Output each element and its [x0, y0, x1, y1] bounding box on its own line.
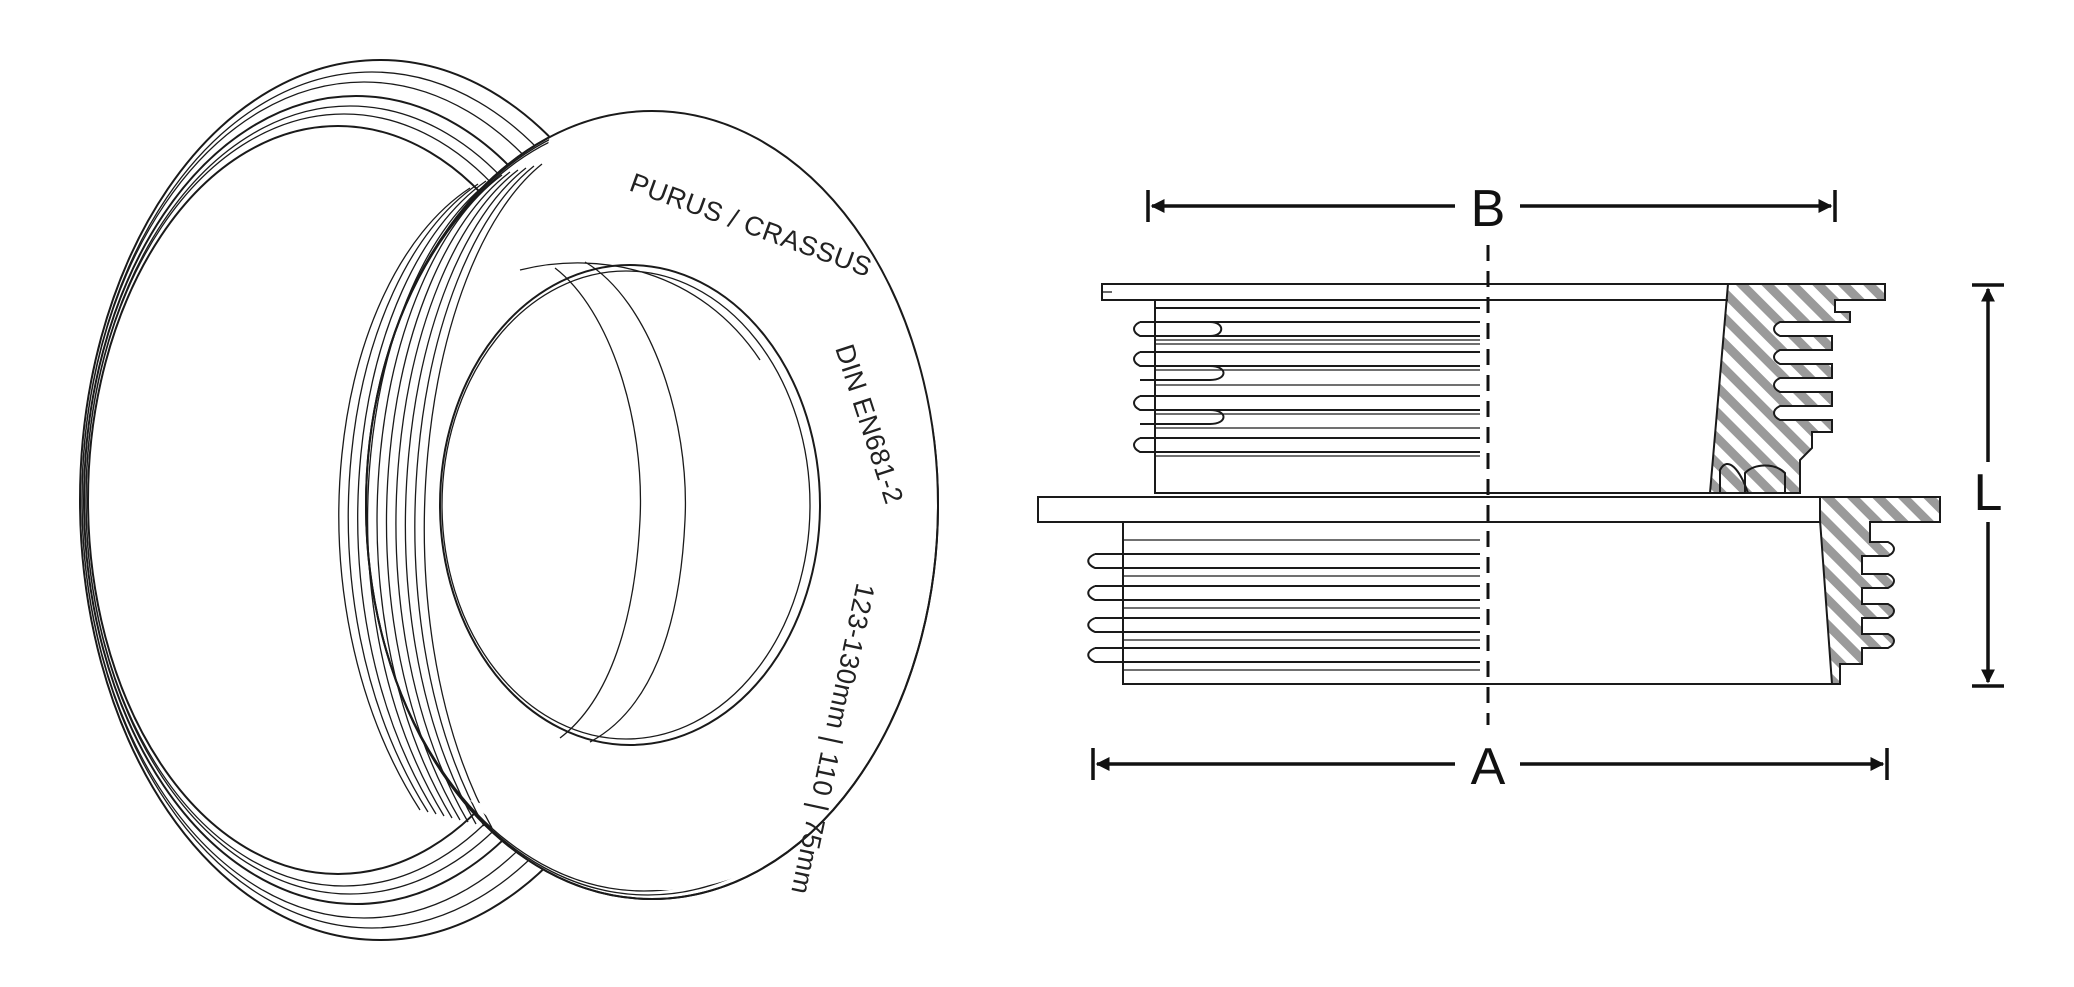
- section-view: [1037, 245, 1941, 725]
- top-section-hatch: [1708, 283, 1886, 494]
- dimension-a-label: A: [1471, 738, 1506, 796]
- dimension-l: L: [1972, 283, 2004, 688]
- dimension-a: A: [1091, 738, 1889, 796]
- bottom-section-hatch: [1819, 496, 1941, 685]
- dimension-l-label: L: [1974, 464, 2003, 522]
- isometric-view: PURUS / CRASSUS DIN EN681-2 123-130mm | …: [79, 59, 939, 941]
- dimension-b-label: B: [1471, 180, 1506, 238]
- top-ribs: [1133, 307, 1480, 457]
- bottom-ribs: [1087, 539, 1480, 671]
- barrel-ribs: [338, 163, 543, 829]
- dimension-b: B: [1146, 180, 1837, 238]
